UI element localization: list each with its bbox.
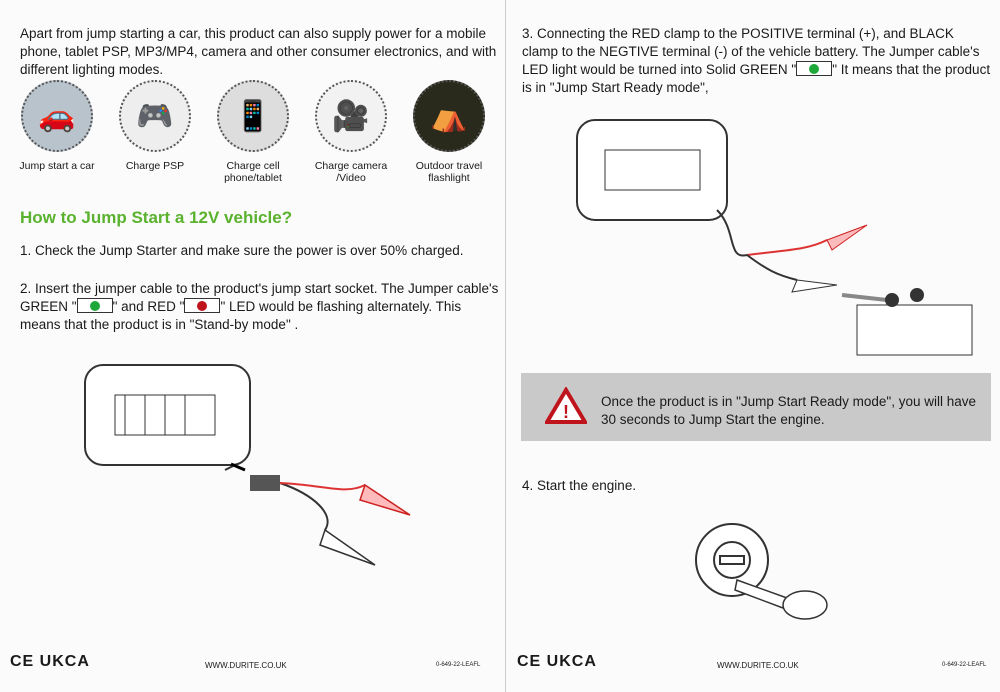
red-led-icon <box>184 298 221 313</box>
step-3: 3. Connecting the RED clamp to the POSIT… <box>522 25 992 97</box>
battery-connection-illustration <box>576 119 973 356</box>
step-1: 1. Check the Jump Starter and make sure … <box>20 243 464 258</box>
ce-ukca-marks: CE UKCA <box>517 653 597 670</box>
use-item: 📱 Charge cell phone/tablet <box>204 80 302 184</box>
section-heading: How to Jump Start a 12V vehicle? <box>20 208 293 227</box>
green-led-icon <box>796 61 833 76</box>
use-item: 🎥 Charge camera /Video <box>302 80 400 184</box>
step-2-text: " and RED " <box>112 299 185 314</box>
tent-icon: ⛺ <box>413 80 485 152</box>
use-item: 🎮 Charge PSP <box>106 80 204 184</box>
step-2-text: " LED would be flashing alternately. Thi… <box>20 299 462 332</box>
leaflet-code: 0-649-22-LEAFL <box>436 662 481 668</box>
use-label: Charge PSP <box>125 160 185 172</box>
use-label: Outdoor travel flashlight <box>415 160 483 184</box>
website-url: WWW.DURITE.CO.UK <box>205 661 287 670</box>
footer: CE UKCA WWW.DURITE.CO.UK 0-649-22-LEAFL <box>0 653 505 673</box>
psp-icon: 🎮 <box>119 80 191 152</box>
website-url: WWW.DURITE.CO.UK <box>717 661 799 670</box>
warning-icon: ! <box>545 387 587 424</box>
footer: CE UKCA WWW.DURITE.CO.UK 0-649-22-LEAFL <box>507 653 1000 673</box>
warning-text: Once the product is in "Jump Start Ready… <box>601 394 977 427</box>
car-icon: 🚗 <box>21 80 93 152</box>
warning-box: ! Once the product is in "Jump Start Rea… <box>521 373 991 441</box>
ce-ukca-marks: CE UKCA <box>10 653 90 670</box>
uses-list: 🚗 Jump start a car 🎮 Charge PSP 📱 Charge ce… <box>8 80 498 184</box>
use-item: 🚗 Jump start a car <box>8 80 106 184</box>
phone-icon: 📱 <box>217 80 289 152</box>
intro-text: Apart from jump starting a car, this pro… <box>20 26 497 77</box>
step-4: 4. Start the engine. <box>522 478 637 493</box>
right-page: 3. Connecting the RED clamp to the POSIT… <box>507 0 1000 692</box>
green-led-icon <box>76 298 113 313</box>
use-label: Charge cell phone/tablet <box>224 160 282 184</box>
leaflet-code: 0-649-22-LEAFL <box>942 662 987 668</box>
svg-text:!: ! <box>563 402 569 422</box>
ignition-key-illustration <box>695 523 828 620</box>
step-2-text: 2. Insert the jumper cable to the produc… <box>20 281 499 314</box>
use-label: Jump start a car <box>19 160 95 172</box>
camera-icon: 🎥 <box>315 80 387 152</box>
jump-starter-cable-illustration <box>84 364 411 566</box>
use-label: Charge camera /Video <box>314 160 388 184</box>
step-3-text: " It means that the product is in "Jump … <box>522 62 991 95</box>
left-page: Apart from jump starting a car, this pro… <box>0 0 506 692</box>
step-3-text: 3. Connecting the RED clamp to the POSIT… <box>522 26 980 77</box>
step-2: 2. Insert the jumper cable to the produc… <box>20 280 500 334</box>
use-item: ⛺ Outdoor travel flashlight <box>400 80 498 184</box>
